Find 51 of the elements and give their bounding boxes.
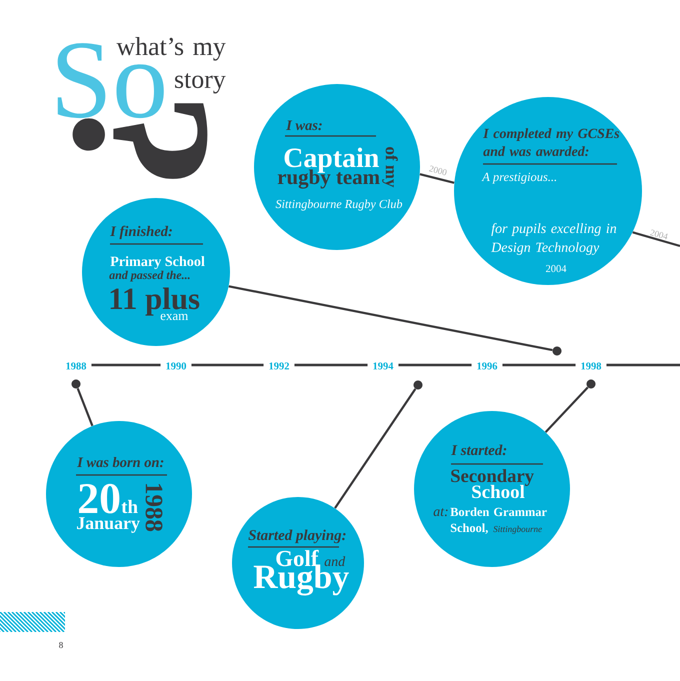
title: So ? what’s my story — [58, 37, 226, 179]
headline: School — [472, 484, 525, 498]
edge-label: 2004 — [648, 228, 670, 240]
edge-label: 2000 — [428, 164, 448, 176]
event-circle — [454, 97, 642, 285]
body-text: and passed the... — [109, 270, 190, 282]
year-label: 1994 — [368, 361, 398, 370]
address-text: at: Borden Grammar School, Sittingbourne — [434, 507, 547, 534]
heading: Started playing: — [248, 530, 346, 544]
body-text: and — [324, 556, 346, 566]
heading: I finished: — [110, 226, 172, 240]
heading: I was born on: — [77, 456, 164, 468]
heading: I was: — [286, 120, 322, 130]
connector-line — [420, 173, 454, 184]
year-label: 1992 — [264, 361, 294, 370]
year-label: 1990 — [160, 361, 192, 371]
headline: th — [122, 500, 138, 514]
headline: January — [77, 517, 140, 533]
connector-line — [228, 285, 553, 352]
event-circle — [414, 411, 570, 567]
body-text: A prestigious... — [482, 172, 556, 184]
headline: 20 — [79, 484, 120, 514]
connector-line — [544, 386, 589, 433]
body-text: Primary School — [110, 256, 205, 270]
year-label: 1998 — [576, 361, 606, 371]
year-label: 1988 — [60, 361, 92, 371]
body-text: for pupils excelling in Design Technology — [491, 223, 616, 255]
event-circle — [82, 198, 230, 346]
event-circle — [232, 497, 364, 629]
connector-line — [334, 388, 416, 509]
heading: I completed my GCSEs and was awarded: — [483, 128, 620, 156]
event-circle — [254, 84, 420, 250]
small-text: exam — [160, 314, 188, 320]
headline: 11 plus — [110, 288, 200, 316]
caption-text: Sittingbourne Rugby Club — [276, 200, 402, 211]
timeline-dot — [552, 346, 562, 356]
rotated-text: of my — [382, 147, 398, 188]
heading: I started: — [451, 444, 506, 456]
connector-line — [76, 388, 94, 426]
headline: Golf — [276, 550, 319, 566]
headline: Rugby — [254, 564, 349, 596]
timeline-dot — [414, 380, 422, 390]
headline: Secondary — [451, 469, 534, 486]
small-text: 2004 — [546, 265, 566, 272]
page-number: 8 — [59, 642, 63, 648]
event-circle — [46, 421, 192, 567]
timeline-dot — [72, 380, 80, 388]
rotated-text: 1988 — [146, 484, 162, 532]
connector-line — [632, 231, 680, 248]
year-label: 1996 — [472, 361, 502, 370]
timeline-dot — [586, 380, 596, 388]
